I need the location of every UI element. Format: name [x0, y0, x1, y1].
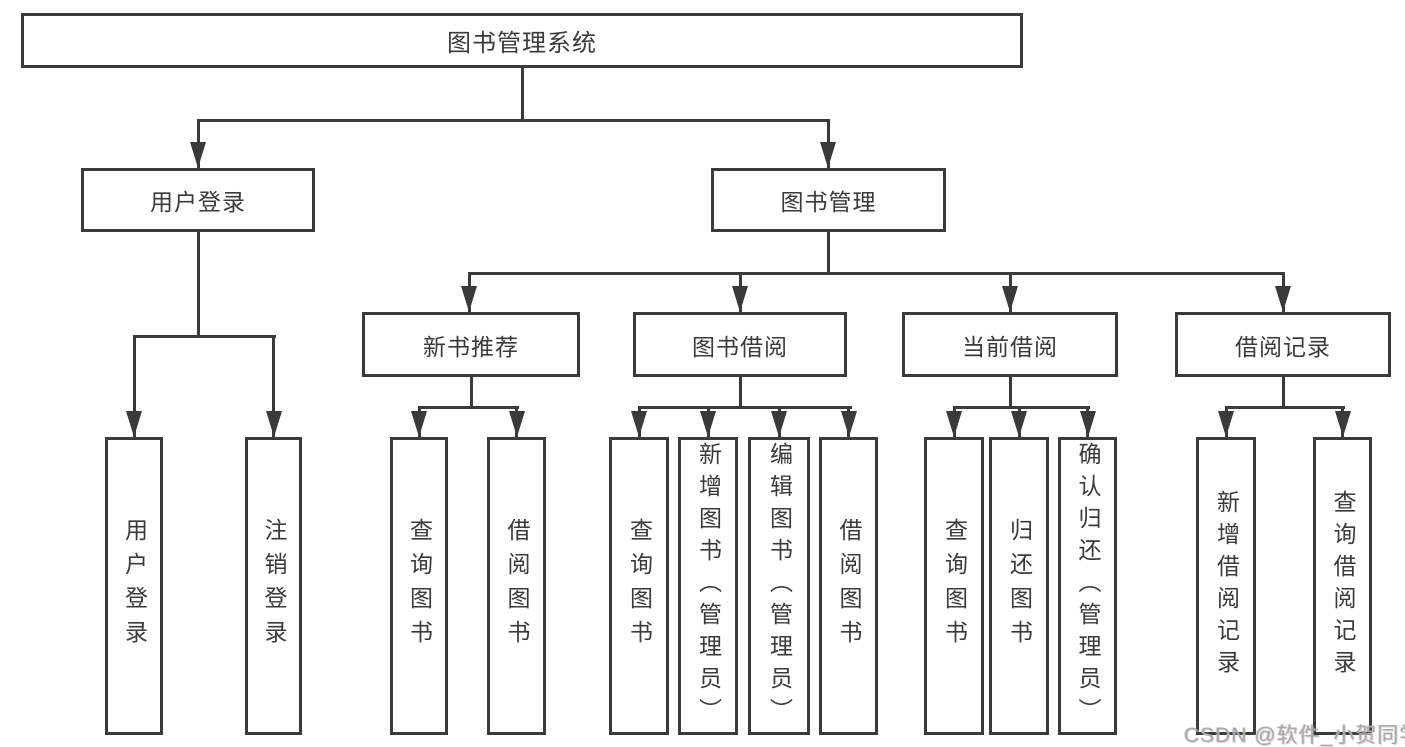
leaf-label: 新增借阅记录 — [1213, 490, 1240, 682]
leaf-label: 查询图书 — [406, 518, 433, 654]
leaf-confirm-return-admin: 确认归还（管理员） — [1058, 437, 1117, 735]
arrow-down-icon — [820, 142, 836, 168]
connector-line — [1008, 377, 1012, 406]
node-book-management: 图书管理 — [711, 168, 946, 232]
connector-line — [469, 377, 473, 406]
leaf-query-borrow-record: 查询借阅记录 — [1313, 437, 1372, 735]
connector-line — [272, 335, 275, 437]
arrow-down-icon — [1079, 411, 1096, 437]
connector-line — [196, 232, 200, 335]
leaf-label: 注销登录 — [261, 518, 287, 654]
leaf-query-books-current: 查询图书 — [924, 437, 984, 735]
connector-line — [1224, 406, 1345, 409]
leaf-query-books-borrow: 查询图书 — [609, 437, 669, 735]
node-label: 用户登录 — [150, 189, 246, 215]
connector-line — [132, 335, 136, 437]
leaf-add-borrow-record: 新增借阅记录 — [1196, 437, 1256, 735]
leaf-logout: 注销登录 — [245, 437, 302, 735]
connector-line — [417, 406, 519, 409]
connector-line — [196, 119, 830, 122]
leaf-label: 确认归还（管理员） — [1075, 442, 1101, 730]
node-user-login: 用户登录 — [81, 168, 315, 232]
leaf-query-books-recommend: 查询图书 — [390, 437, 448, 735]
arrow-down-icon — [1011, 411, 1027, 437]
connector-line — [467, 272, 1285, 275]
leaf-user-login: 用户登录 — [105, 437, 163, 735]
leaf-label: 查询图书 — [941, 518, 968, 654]
connector-line — [738, 377, 742, 406]
arrow-down-icon — [700, 411, 716, 437]
leaf-label: 借阅图书 — [836, 518, 862, 654]
connector-line — [952, 406, 1090, 409]
connector-line — [132, 335, 276, 338]
arrow-down-icon — [265, 411, 282, 437]
arrow-down-icon — [946, 411, 962, 437]
arrow-down-icon — [631, 411, 647, 437]
arrow-down-icon — [190, 142, 206, 168]
leaf-label: 查询图书 — [626, 518, 653, 654]
leaf-label: 借阅图书 — [504, 518, 530, 654]
node-label: 图书管理系统 — [447, 30, 597, 57]
node-label: 图书管理 — [780, 189, 877, 215]
node-label: 新书推荐 — [423, 333, 519, 360]
leaf-edit-books-admin: 编辑图书（管理员） — [748, 437, 810, 735]
node-label: 借阅记录 — [1235, 333, 1331, 360]
arrow-down-icon — [1334, 411, 1351, 437]
node-system-root: 图书管理系统 — [21, 13, 1023, 68]
leaf-label: 编辑图书（管理员） — [766, 442, 793, 730]
leaf-label: 新增图书（管理员） — [695, 442, 722, 730]
arrow-down-icon — [732, 286, 748, 312]
watermark: CSDN @软件_小贺同学 — [1184, 724, 1405, 747]
leaf-add-books-admin: 新增图书（管理员） — [678, 437, 738, 735]
node-book-borrowing: 图书借阅 — [633, 312, 847, 377]
connector-line — [1281, 377, 1285, 406]
arrow-down-icon — [411, 411, 427, 437]
leaf-label: 归还图书 — [1006, 518, 1033, 654]
arrow-down-icon — [771, 411, 787, 437]
node-label: 图书借阅 — [692, 333, 788, 360]
arrow-down-icon — [1275, 286, 1291, 312]
node-label: 当前借阅 — [962, 333, 1058, 360]
connector-line — [520, 68, 524, 119]
leaf-label: 查询借阅记录 — [1330, 490, 1356, 682]
node-borrowing-records: 借阅记录 — [1175, 312, 1391, 377]
arrow-down-icon — [840, 411, 857, 437]
leaf-borrow-books: 借阅图书 — [819, 437, 878, 735]
arrow-down-icon — [126, 411, 142, 437]
arrow-down-icon — [1218, 411, 1234, 437]
arrow-down-icon — [1002, 286, 1018, 312]
leaf-label: 用户登录 — [121, 518, 148, 654]
arrow-down-icon — [461, 286, 477, 312]
leaf-borrow-books-recommend: 借阅图书 — [487, 437, 546, 735]
connector-line — [826, 232, 830, 272]
node-current-borrowing: 当前借阅 — [902, 312, 1118, 377]
node-new-book-recommendation: 新书推荐 — [362, 312, 580, 377]
connector-line — [637, 406, 852, 409]
arrow-down-icon — [508, 411, 525, 437]
leaf-return-books: 归还图书 — [989, 437, 1049, 735]
